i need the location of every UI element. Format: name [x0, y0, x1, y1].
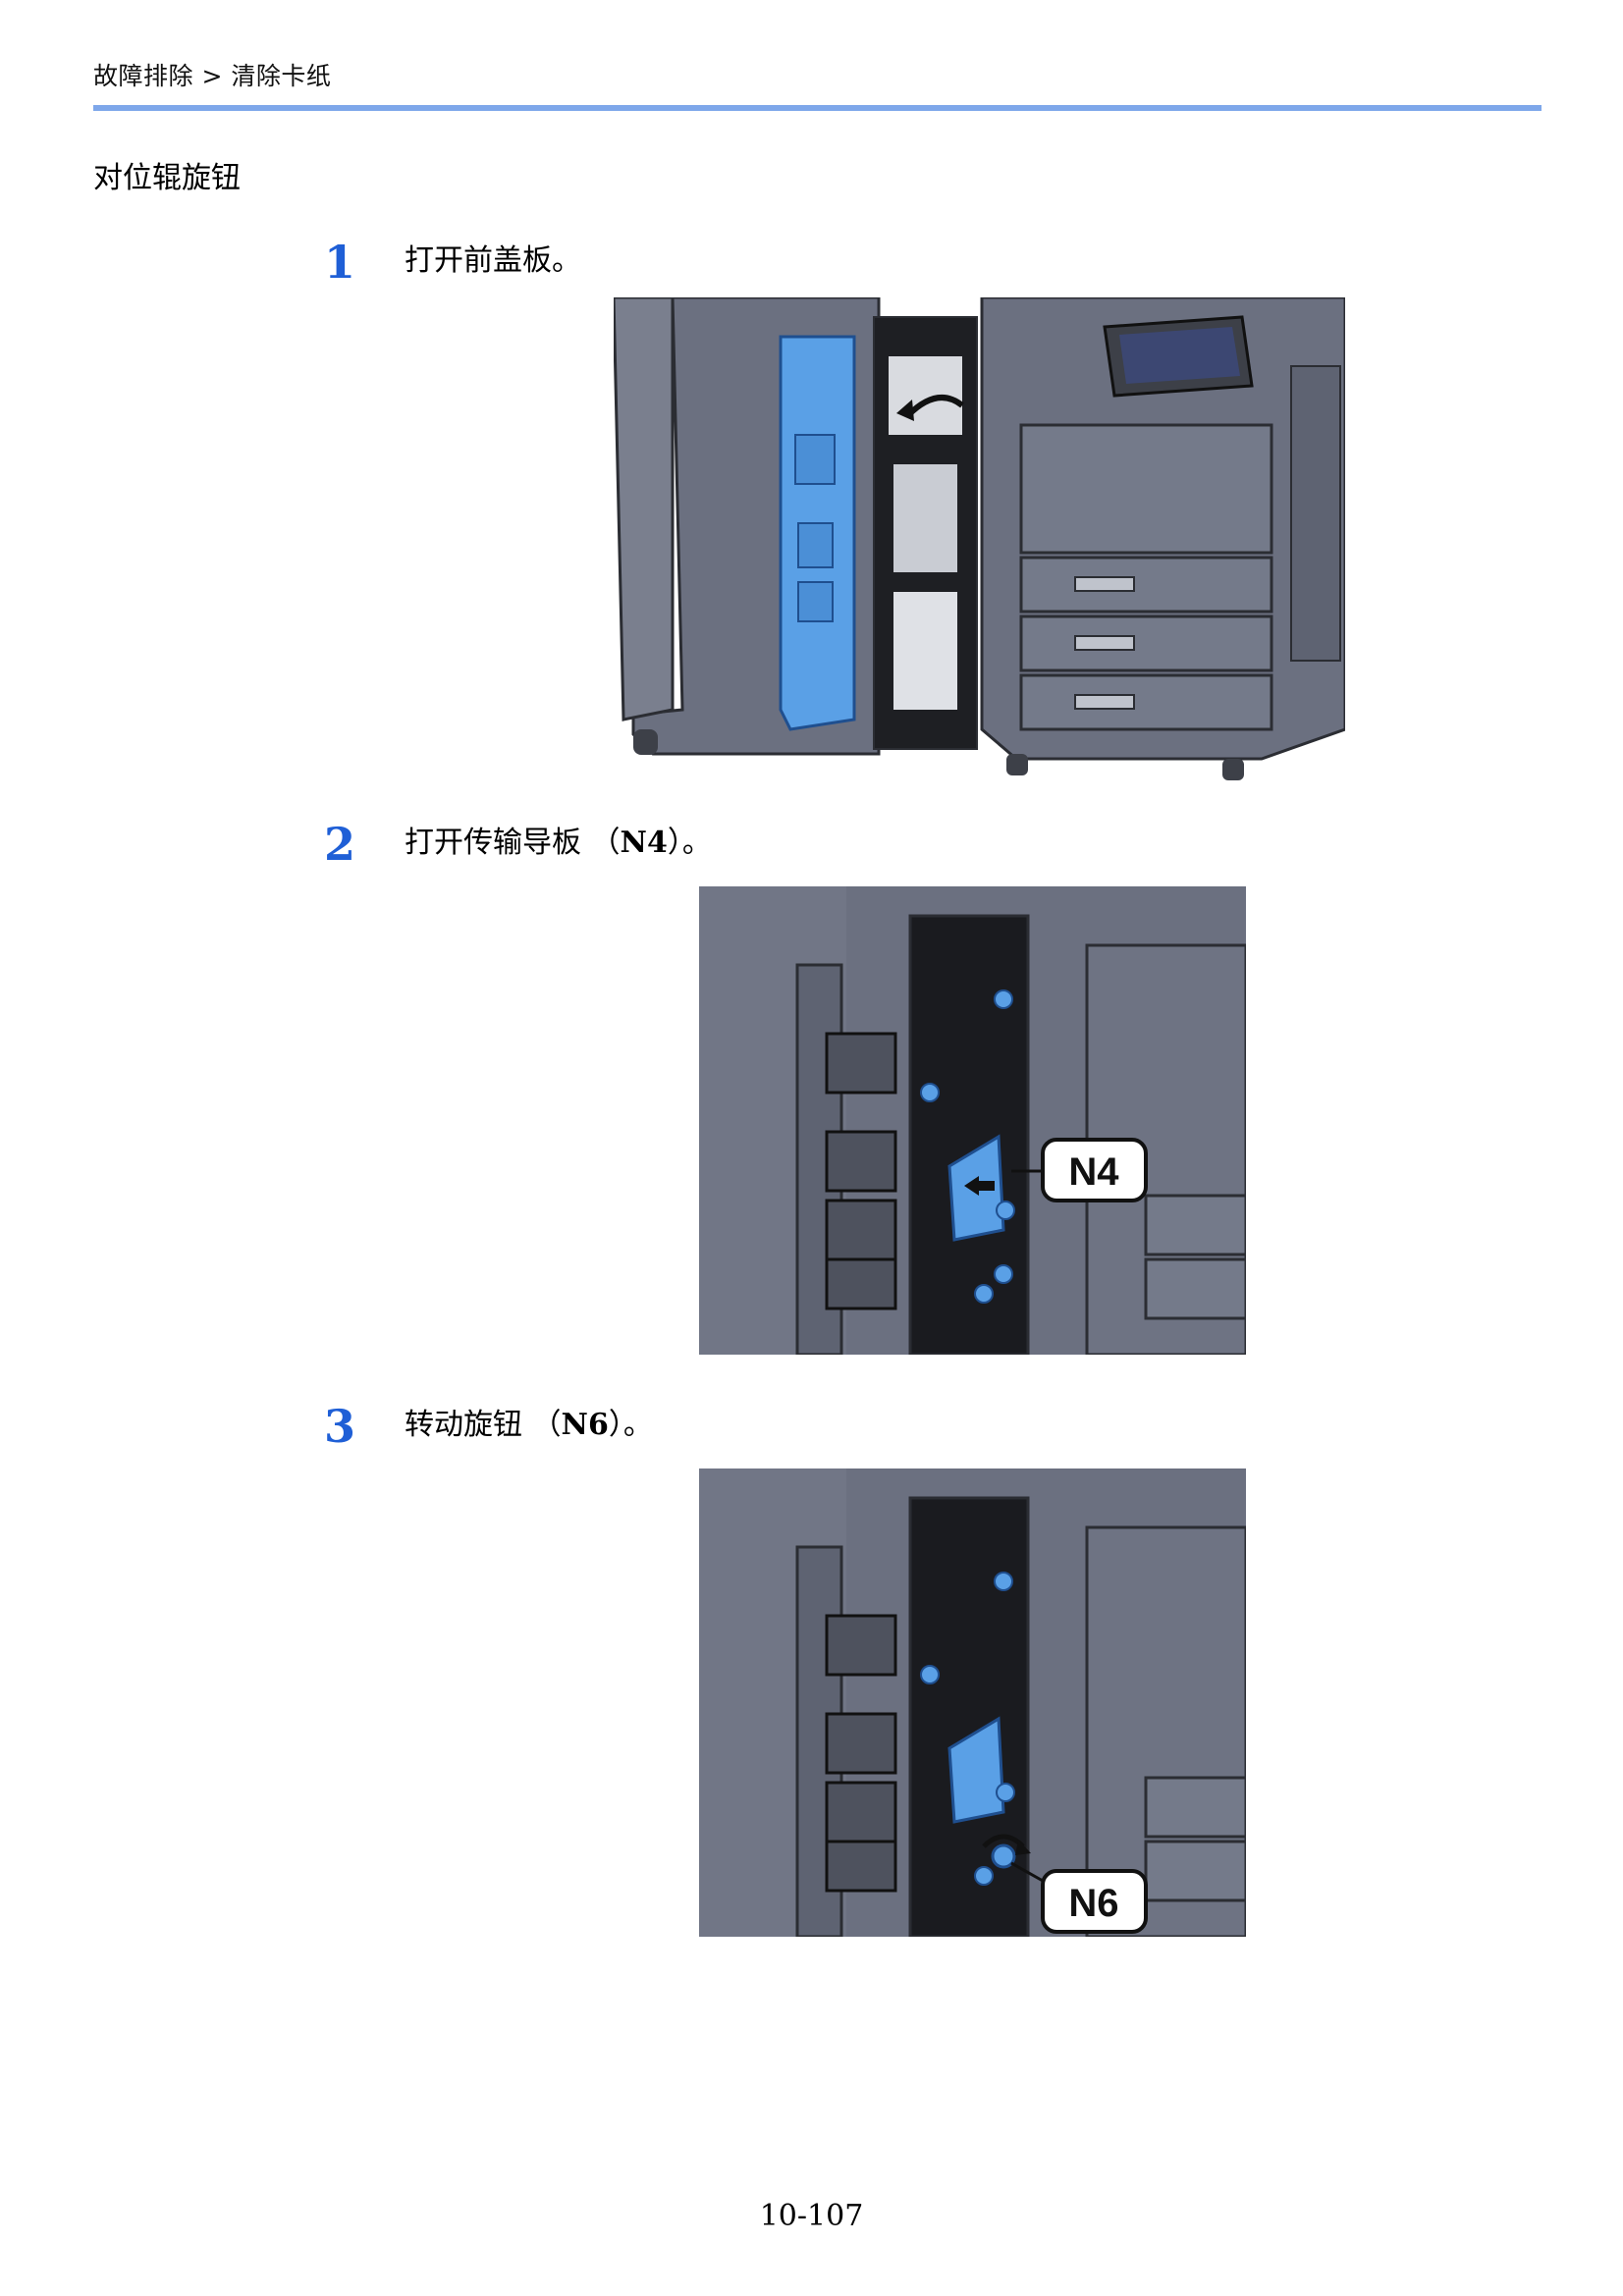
section-title: 对位辊旋钮 — [93, 161, 241, 195]
step-2-number: 2 — [324, 818, 356, 871]
step-2-code: N4 — [620, 826, 668, 860]
step-3-callout: N6 — [1068, 1882, 1118, 1925]
step-1-illustration — [614, 297, 1345, 780]
step-3-code: N6 — [561, 1408, 609, 1442]
header-divider — [93, 105, 1542, 111]
step-2-callout: N4 — [1068, 1150, 1119, 1194]
step-3-number: 3 — [324, 1400, 356, 1453]
step-2-illustration: N4 — [699, 886, 1246, 1355]
breadcrumb: 故障排除 > 清除卡纸 — [93, 62, 332, 90]
step-1-number: 1 — [324, 236, 356, 289]
step-3-illustration: N6 — [699, 1468, 1246, 1937]
step-3-text: 转动旋钮 （N6）。 — [405, 1408, 653, 1442]
step-2-text: 打开传输导板 （N4）。 — [405, 826, 712, 860]
step-1-text: 打开前盖板。 — [405, 243, 581, 278]
page-number: 10-107 — [759, 2199, 864, 2233]
